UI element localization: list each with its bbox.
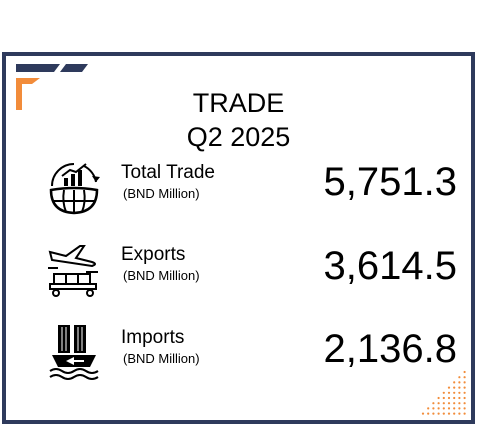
imports-row: Imports (BND Million) 2,136.8	[6, 321, 471, 391]
period-title: Q2 2025	[186, 122, 291, 152]
exports-label: Exports	[121, 244, 186, 265]
total-trade-unit: (BND Million)	[123, 186, 200, 201]
trade-card: TRADE Q2 2025 Total Trade (BND Million) …	[2, 52, 475, 424]
total-trade-label: Total Trade	[121, 162, 215, 183]
corner-stripes-decoration	[16, 64, 88, 110]
imports-label: Imports	[121, 327, 185, 348]
exports-unit: (BND Million)	[123, 268, 200, 283]
total-trade-value: 5,751.3	[323, 160, 457, 204]
corner-dots-decoration	[421, 370, 466, 415]
imports-unit: (BND Million)	[123, 351, 200, 366]
exports-value: 3,614.5	[323, 244, 457, 288]
globe-chart-icon	[49, 163, 100, 215]
plane-cargo-icon	[48, 245, 98, 297]
imports-value: 2,136.8	[323, 327, 457, 371]
exports-row: Exports (BND Million) 3,614.5	[6, 238, 471, 308]
total-trade-row: Total Trade (BND Million) 5,751.3	[6, 156, 471, 226]
ship-containers-icon	[49, 325, 99, 380]
page-title: TRADE	[192, 88, 285, 118]
